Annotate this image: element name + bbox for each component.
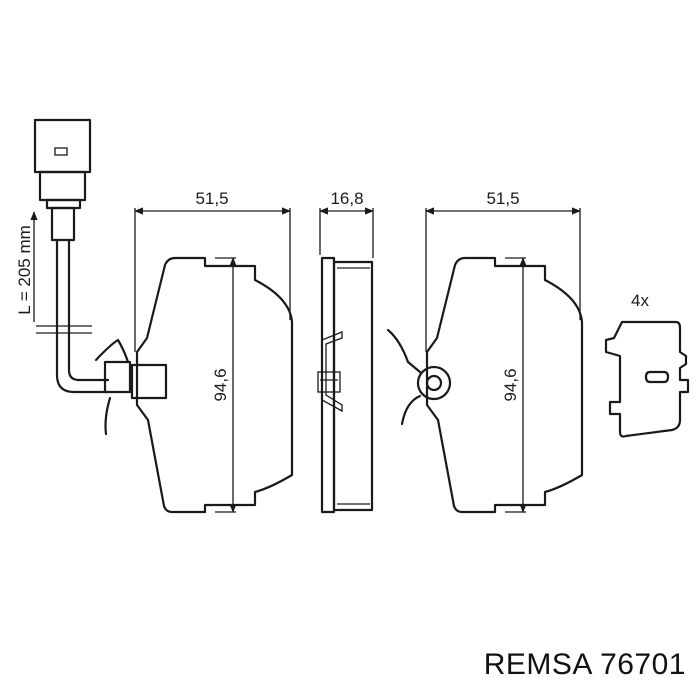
left-pad-width-dimension: 51,5 [134,189,291,352]
backing-plate-right [425,256,584,514]
spring-clip-accessory: 4x [604,291,690,438]
right-pad-height-label: 94,6 [501,368,520,401]
spring-clip-bottom-right [400,394,422,426]
connector-body [38,170,87,202]
connector-collar [45,198,82,210]
right-pad-width-label: 51,5 [486,189,519,208]
connector-latch [54,147,68,156]
cable-length-dimension: L = 205 mm [15,211,38,322]
sensor-connector [33,118,92,174]
spring-clip-top-left [94,338,130,364]
thickness-dimension: 16,8 [319,189,374,258]
backing-plate-left [135,256,294,514]
side-spring-clip [321,331,343,413]
sensor-holder [130,363,168,400]
right-pad-height-dimension: 94,6 [501,257,527,513]
sensor-cable-inner [67,238,110,382]
cable-length-label: L = 205 mm [15,225,34,315]
sensor-cable [55,238,110,394]
pad-rivet-inner [425,374,443,392]
right-brake-pad [386,256,584,514]
side-view-pad [317,256,374,514]
cable-grommet [50,206,76,242]
thickness-label: 16,8 [330,189,363,208]
left-pad-height-label: 94,6 [211,368,230,401]
right-pad-width-dimension: 51,5 [425,189,581,352]
side-friction-material [332,260,374,512]
sensor-plug [103,360,132,394]
wear-sensor [33,118,110,394]
pad-rivet [416,365,452,401]
spring-clip-plate [604,320,690,438]
side-clip-body [317,371,341,393]
clip-slot [644,370,670,384]
left-pad-height-dimension: 94,6 [211,257,237,513]
spring-clip-top-right [386,328,422,374]
left-pad-width-label: 51,5 [195,189,228,208]
part-caption: REMSA 76701 [483,648,686,681]
spring-clip-bottom-left [104,396,112,436]
clip-quantity-label: 4x [631,291,649,310]
left-brake-pad [94,256,294,514]
side-backing-plate [320,256,336,514]
